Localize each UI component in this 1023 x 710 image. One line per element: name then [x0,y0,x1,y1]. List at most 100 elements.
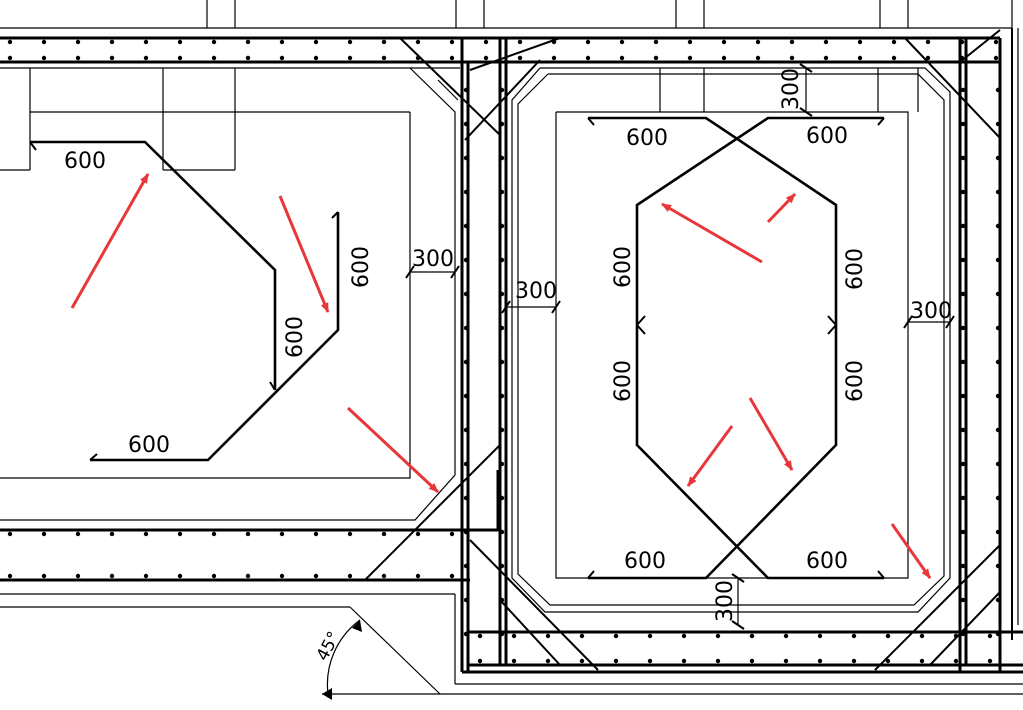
rebar-dot [313,531,319,537]
rebar-dot [75,39,81,45]
rebar-dot [619,39,625,45]
rebar-dot [995,257,1001,263]
red-arrow-8 [890,523,932,579]
left-bar-label-middle: 600 [283,316,308,358]
rebar-dot [313,39,319,45]
rebar-dot [245,39,251,45]
rebar-dot [995,427,1001,433]
rebar-dot [851,658,857,664]
rebar-dot [7,531,13,537]
rebar-dot [463,121,469,127]
rebar-dot [463,495,469,501]
angle-label: 45° [313,628,345,664]
rebar-dot [463,461,469,467]
rebar-dot [109,39,115,45]
rebar-dot [109,531,115,537]
rebar-dot [499,597,505,603]
rebar-dot [987,633,993,639]
rebar-dot [279,531,285,537]
rebar-dot [789,55,795,61]
rebar-dot [681,658,687,664]
rebar-dot [511,633,517,639]
red-arrow-7 [748,397,794,471]
rebar-dot [885,658,891,664]
right-dim-top: 300 [779,68,804,110]
rebar-dot [381,39,387,45]
rebar-dot [499,291,505,297]
rebar-dot [415,573,421,579]
rebar-dot [463,529,469,535]
rebar-dot [177,55,183,61]
rebar-dot [499,325,505,331]
rebar-dot [959,55,965,61]
rebar-dot [579,633,585,639]
rebar-dot [953,633,959,639]
rebar-dot [477,658,483,664]
rebar-dot [347,531,353,537]
right-dim-left: 300 [515,279,557,304]
rebar-dot [960,223,966,229]
rebar-dot [211,573,217,579]
rebar-dot [613,658,619,664]
rebar-dot [959,39,965,45]
rebar-dot [517,39,523,45]
rebar-dot [823,55,829,61]
rebar-dot [823,39,829,45]
rebar-dot [449,39,455,45]
rebar-dot [687,39,693,45]
rebar-dot [925,55,931,61]
left-bar-label-right: 600 [349,246,374,288]
rebar-dot [381,531,387,537]
rebar-dot [960,393,966,399]
rebar-dot [499,461,505,467]
rebar-dot [995,495,1001,501]
rebar-dot [653,55,659,61]
rebar-dot [109,55,115,61]
rebar-dot [681,633,687,639]
rebar-dot [415,531,421,537]
rebar-dot [347,573,353,579]
rebar-dot [619,55,625,61]
rebar-dot [463,393,469,399]
rebar-dot [463,325,469,331]
rebar-dot [783,658,789,664]
rebar-dot [755,55,761,61]
red-arrow-3 [346,406,440,494]
rebar-dot [885,633,891,639]
rebar-dot [749,633,755,639]
rebar-dot [463,189,469,195]
rebar-dot [7,573,13,579]
right-pit-rebar [501,63,955,630]
rebar-dot [7,39,13,45]
rebar-dot [960,121,966,127]
rebar-dot [551,39,557,45]
rebar-dot [463,359,469,365]
rebar-dot [463,427,469,433]
rebar-dot [993,39,999,45]
rebar-dot [715,658,721,664]
rebar-dot [925,39,931,45]
rebar-dot [755,39,761,45]
rebar-dot [463,291,469,297]
rebar-dot [245,531,251,537]
left-dim-300: 300 [412,247,454,272]
rebar-dot [211,55,217,61]
red-arrow-2 [278,195,330,313]
rebar-dot [551,55,557,61]
right-bottom-label-right: 600 [806,549,848,574]
rebar-dot [143,531,149,537]
rebar-dot [960,563,966,569]
rebar-dot [960,631,966,637]
rebar-dot [463,223,469,229]
rebar-dot [499,223,505,229]
rebar-dot [511,658,517,664]
right-left-label-upper: 600 [611,246,636,288]
rebar-dot [995,87,1001,93]
rebar-dot [463,155,469,161]
rebar-dot [245,55,251,61]
rebar-dot [953,658,959,664]
rebar-dot [891,55,897,61]
rebar-dot [960,155,966,161]
rebar-dot [109,573,115,579]
